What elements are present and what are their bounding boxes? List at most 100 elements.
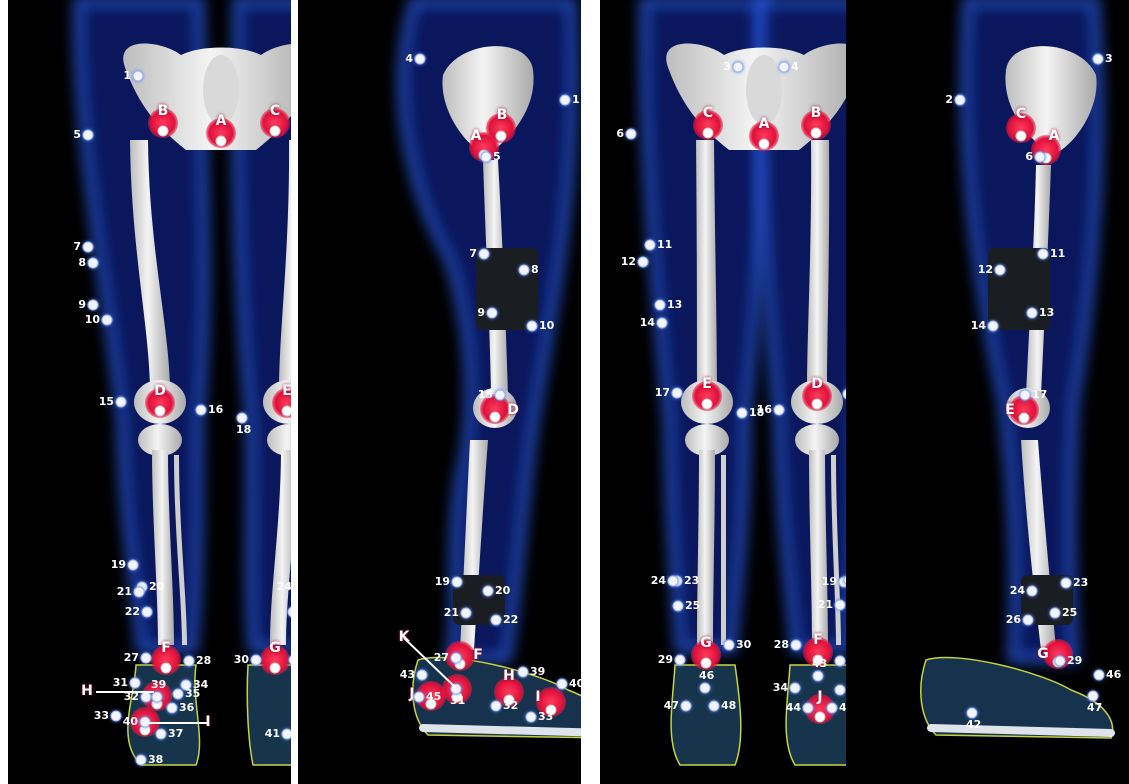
- marker-4-dot: [779, 62, 790, 73]
- marker-39-label: 39: [151, 679, 166, 691]
- marker-27-dot: [835, 656, 846, 667]
- marker-31-dot: [835, 685, 846, 696]
- marker-41-dot: [282, 729, 292, 740]
- joint-label-a: A: [1049, 128, 1060, 144]
- right-side-view-panel: ABDFHIJK14578910151920212227313233383940…: [298, 0, 581, 784]
- marker-25-label: 25: [685, 600, 700, 612]
- marker-46-label: 46: [1106, 669, 1121, 681]
- marker-32-dot: [141, 692, 152, 703]
- marker-26-dot: [1023, 615, 1034, 626]
- marker-32-label: 32: [503, 700, 518, 712]
- marker-19-label: 19: [435, 576, 450, 588]
- marker-12-dot: [638, 257, 649, 268]
- marker-21-label: 21: [818, 599, 833, 611]
- joint-label-g: G: [1037, 646, 1049, 662]
- marker-13-label: 13: [667, 299, 682, 311]
- joint-label-b: B: [497, 107, 508, 123]
- marker-39-dot: [152, 692, 163, 703]
- marker-1-label: 1: [572, 94, 580, 106]
- marker-44-label: 44: [786, 702, 801, 714]
- marker-6-label: 6: [1025, 151, 1033, 163]
- joint-a-center: [216, 136, 227, 147]
- marker-4-label: 4: [791, 61, 799, 73]
- marker-9-label: 9: [477, 307, 485, 319]
- marker-12-label: 12: [978, 264, 993, 276]
- marker-39-label: 39: [530, 666, 545, 678]
- marker-14-dot: [657, 318, 668, 329]
- marker-24-label: 24: [277, 581, 291, 593]
- joint-label-e: E: [282, 383, 291, 399]
- marker-21-dot: [461, 608, 472, 619]
- marker-22-label: 22: [125, 606, 140, 618]
- marker-9-dot: [88, 300, 99, 311]
- marker-40-label: 40: [123, 716, 138, 728]
- marker-47-label: 47: [1087, 702, 1102, 714]
- marker-18-dot: [737, 408, 748, 419]
- marker-19-dot: [128, 560, 139, 571]
- marker-3-label: 3: [723, 61, 731, 73]
- marker-8-dot: [88, 258, 99, 269]
- marker-19-label: 19: [822, 576, 837, 588]
- joint-e-center: [282, 406, 292, 417]
- joint-c-center: [703, 128, 714, 139]
- marker-43-dot: [417, 670, 428, 681]
- marker-6-dot: [1035, 152, 1046, 163]
- joint-label-f: F: [813, 632, 823, 648]
- marker-28-label: 28: [196, 655, 211, 667]
- marker-9-label: 9: [78, 299, 86, 311]
- marker-35-dot: [173, 689, 184, 700]
- joint-label-j: J: [817, 689, 822, 705]
- marker-44-dot: [803, 703, 814, 714]
- marker-27-label: 27: [124, 652, 139, 664]
- marker-19-dot: [452, 577, 463, 588]
- callout-line: [148, 722, 208, 724]
- marker-32-dot: [491, 701, 502, 712]
- marker-12-label: 12: [621, 256, 636, 268]
- marker-29-dot: [1055, 656, 1066, 667]
- marker-46-dot: [700, 683, 711, 694]
- marker-28-dot: [184, 656, 195, 667]
- marker-18-label: 18: [236, 424, 251, 436]
- marker-42-label: 42: [966, 719, 981, 731]
- marker-10-dot: [527, 321, 538, 332]
- marker-31-label: 31: [450, 695, 465, 707]
- marker-20-label: 20: [495, 585, 510, 597]
- joint-label-g: G: [700, 635, 712, 651]
- marker-36-label: 36: [179, 702, 194, 714]
- marker-1-dot: [133, 71, 144, 82]
- marker-33-dot: [111, 711, 122, 722]
- marker-8-dot: [519, 265, 530, 276]
- joint-g-center: [270, 663, 281, 674]
- marker-10-label: 10: [85, 314, 100, 326]
- marker-23-dot: [1061, 578, 1072, 589]
- marker-12-dot: [995, 265, 1006, 276]
- marker-37-dot: [156, 729, 167, 740]
- marker-33-label: 33: [538, 711, 553, 723]
- marker-7-label: 7: [73, 241, 81, 253]
- front-view-panel: ABCDEFGHI1256789101112131415161718192021…: [8, 0, 291, 784]
- marker-27-label: 27: [434, 652, 449, 664]
- joint-c-center: [270, 126, 281, 137]
- marker-11-label: 11: [1050, 248, 1065, 260]
- marker-10-dot: [102, 315, 113, 326]
- marker-27-dot: [451, 653, 462, 664]
- back-view-panel: ABCDEFGJ34567891011121314151617181920212…: [600, 0, 883, 784]
- marker-11-dot: [645, 240, 656, 251]
- marker-24-label: 24: [651, 575, 666, 587]
- marker-10-label: 10: [539, 320, 554, 332]
- joint-b-center: [158, 126, 169, 137]
- marker-22-dot: [142, 607, 153, 618]
- marker-45-dot: [827, 703, 838, 714]
- marker-43-label: 43: [812, 658, 827, 670]
- joint-label-h: H: [81, 683, 93, 699]
- marker-7-dot: [479, 249, 490, 260]
- marker-5-dot: [83, 130, 94, 141]
- joint-label-g: G: [269, 640, 281, 656]
- marker-35-label: 35: [185, 688, 200, 700]
- callout-line: [96, 691, 154, 693]
- joint-g-center: [701, 658, 712, 669]
- marker-33-dot: [526, 712, 537, 723]
- marker-41-label: 41: [265, 728, 280, 740]
- marker-5-label: 5: [493, 151, 501, 163]
- joint-label-d: D: [811, 376, 823, 392]
